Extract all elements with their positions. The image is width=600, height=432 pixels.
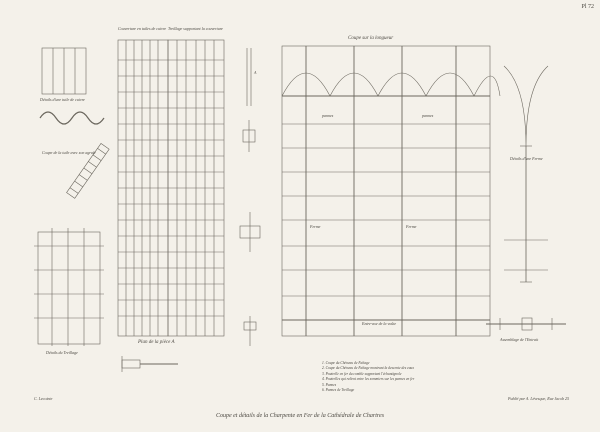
label-tile-detail: Détails d'une tuile de cuivre — [40, 97, 85, 102]
lattice-detail-drawing — [34, 228, 104, 346]
legend-item: 1. Coupe du Chéneau de Faîtage — [322, 361, 370, 365]
label-tile-clip: Coupe de la tuile avec son agrafe — [42, 150, 96, 155]
lattice-rows — [118, 59, 224, 317]
legend-item: 3. Poutrelle en fer du comble supportant… — [322, 371, 402, 376]
truss-detail — [503, 65, 549, 283]
label-purlin-2: pannes — [422, 113, 434, 118]
label-piece-a-plan: Plan de la pièce A — [138, 340, 175, 345]
tile-wave-section — [39, 111, 105, 125]
legend-item: 4. Poutrelles qui relient entre les somm… — [322, 377, 415, 382]
piece-a-details — [239, 48, 261, 346]
entrait-assembly — [486, 317, 566, 331]
label-lattice-detail: Détails du Treillage — [46, 350, 78, 355]
label-covering: Couverture en tuiles de cuivre — [118, 26, 167, 31]
bolt-detail — [121, 356, 178, 372]
label-letter-a: A — [254, 70, 257, 75]
legend-item: 2. Coupe du Chéneau de Faîtage montrant … — [322, 366, 414, 371]
longitudinal-section — [281, 45, 501, 337]
legend-item: 5. Pannes — [322, 382, 337, 387]
label-truss-2: Ferme — [406, 224, 417, 229]
legend-item: 6. Pannes de Treillage — [322, 388, 355, 393]
plate-number: Pl 72 — [581, 4, 594, 10]
label-axis-distance: Entre-axe de la voûte — [362, 321, 397, 326]
label-truss-1: Ferme — [310, 224, 321, 229]
footer-right: Publié par A. Lévesque, Rue Jacob 25 — [508, 396, 570, 401]
label-truss-detail: Détails d'une Ferme — [510, 156, 543, 161]
label-entrait-assembly: Assemblage de l'Entrait — [500, 337, 539, 342]
legend: 1. Coupe du Chéneau de Faîtage 2. Coupe … — [322, 361, 414, 393]
label-purlin-1: pannes — [322, 113, 334, 118]
tile-detail-drawing — [41, 47, 87, 95]
tile-clip-section — [66, 143, 110, 199]
label-lattice-support: Treillage supportant la couverture — [168, 26, 223, 31]
footer-left: C. Lecointe — [34, 396, 53, 401]
plate-title: Coupe et détails de la Charpente en Fer … — [215, 413, 385, 419]
label-longitudinal-section: Coupe sur la longueur — [348, 36, 394, 41]
